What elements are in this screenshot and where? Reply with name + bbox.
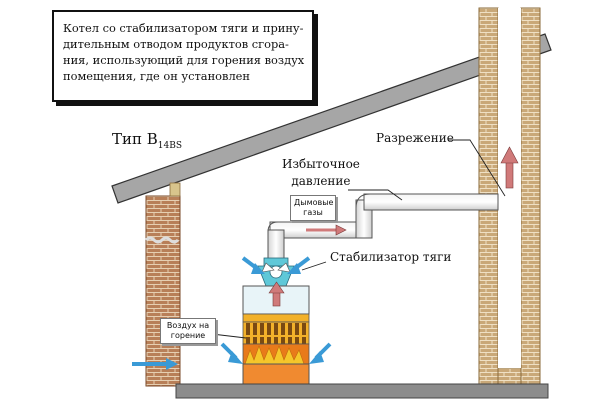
draft-stabilizer-label: Стабилизатор тяги: [330, 250, 452, 264]
left-brick-wall: [144, 182, 181, 387]
type-label-subscript: 14BS: [157, 141, 183, 151]
type-label: Тип B14BS: [112, 130, 182, 151]
overpressure-line2: давление: [291, 174, 351, 188]
stabilizer-air-arrow-right: [287, 256, 311, 274]
boiler: [242, 285, 310, 385]
caption-line: дительным отводом продуктов сгора-: [63, 37, 289, 51]
caption-line: Котел со стабилизатором тяги и прину-: [63, 21, 304, 35]
burner-air-arrow-left: [220, 342, 243, 364]
overpressure-label: Избыточное давление: [282, 156, 360, 190]
room-air-inlet-arrow: [132, 358, 178, 370]
flue-gases-line1: Дымовые: [294, 198, 334, 207]
floor: [175, 383, 549, 399]
overpressure-line1: Избыточное: [282, 157, 360, 171]
flue-gas-arrow: [306, 224, 347, 236]
combustion-air-line1: Воздух на: [166, 321, 210, 330]
combustion-air-label: Воздух на горение: [160, 318, 216, 344]
burner-air-arrow-right: [309, 342, 332, 364]
boiler-exhaust-arrow: [268, 281, 285, 307]
caption-line: помещения, где он установлен: [63, 69, 251, 83]
caption-box: Котел со стабилизатором тяги и прину- ди…: [52, 10, 314, 102]
combustion-air-line2: горение: [170, 331, 206, 340]
flue-gases-line2: газы: [303, 208, 323, 217]
flue-gases-label: Дымовые газы: [290, 195, 336, 221]
rarefaction-label: Разрежение: [376, 131, 454, 145]
caption-line: ния, использующий для горения воздух: [63, 53, 305, 67]
roof: [111, 33, 552, 204]
type-label-prefix: Тип B: [112, 130, 158, 148]
stabilizer-air-arrow-left: [241, 256, 265, 274]
chimney-draft-arrow: [500, 146, 519, 189]
flue-duct: [267, 193, 499, 261]
draft-stabilizer: [257, 257, 295, 287]
leader-lines: [211, 139, 506, 339]
